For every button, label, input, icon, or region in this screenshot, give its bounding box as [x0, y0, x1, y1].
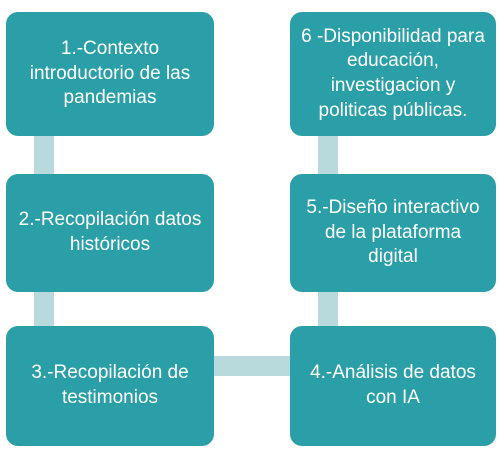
step-label-2: 2.-Recopilación datos históricos	[18, 209, 202, 255]
connector-3-4	[214, 356, 292, 376]
step-label-4: 4.-Análisis de datos con IA	[310, 362, 476, 408]
connector-4-5	[318, 290, 338, 330]
connector-5-6	[318, 134, 338, 178]
connector-2-3	[34, 290, 54, 330]
step-label-5: 5.-Diseño interactivo de la plataforma d…	[306, 196, 480, 268]
step-box-1: 1.-Contexto introductorio de las pandemi…	[6, 12, 214, 136]
step-box-3: 3.-Recopilación de testimonios	[6, 326, 214, 446]
connector-1-2	[34, 134, 54, 178]
step-label-1: 1.-Contexto introductorio de las pandemi…	[29, 37, 191, 109]
step-box-2: 2.-Recopilación datos históricos	[6, 174, 214, 292]
step-box-6: 6 -Disponibilidad para educación, invest…	[290, 12, 496, 136]
step-box-5: 5.-Diseño interactivo de la plataforma d…	[290, 174, 496, 292]
step-box-4: 4.-Análisis de datos con IA	[290, 326, 496, 446]
step-label-3: 3.-Recopilación de testimonios	[31, 362, 189, 408]
step-label-6: 6 -Disponibilidad para educación, invest…	[301, 25, 485, 121]
